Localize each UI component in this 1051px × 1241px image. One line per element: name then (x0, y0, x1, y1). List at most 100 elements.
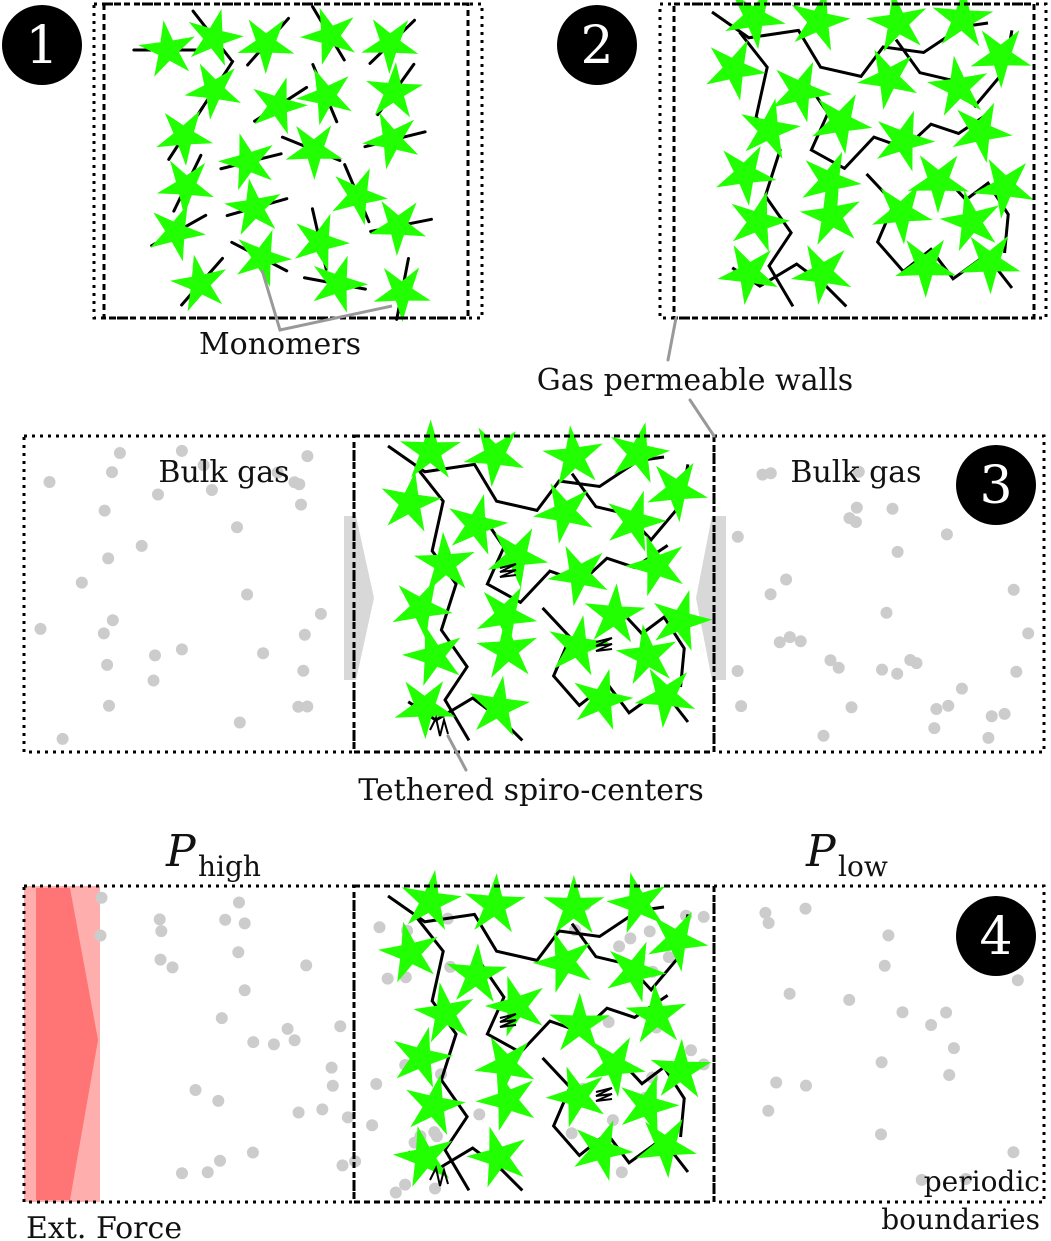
panel-3-left-gas-dot (101, 658, 114, 671)
panel-3-right-gas-dot (731, 665, 744, 677)
panel-3-right-gas-dot (783, 631, 796, 644)
panel-3-right-gas-dot (764, 588, 777, 601)
monomer-star (296, 68, 352, 126)
panel-3-left-gas-dot (301, 700, 314, 713)
panel-3-left-gas-dot (113, 447, 126, 459)
gas-inflow-arrow-left (344, 516, 374, 680)
panel-4-left-gas-dot (247, 1036, 260, 1049)
panel-4-left-gas-dot (212, 1094, 225, 1107)
panel-3-right-gas-dot (817, 729, 830, 742)
monomer-star (542, 425, 603, 485)
monomer-star (624, 535, 683, 597)
monomer-star (970, 30, 1032, 89)
monomer-star (625, 983, 687, 1043)
panel-3-left-gas-dot (175, 444, 188, 457)
panel-3-left-gas-dot (231, 521, 243, 534)
panel-3-left-gas-dot (297, 664, 310, 677)
panel-3-left-gas-dot (147, 674, 160, 687)
panel-3-left-gas-dot (295, 498, 307, 511)
panel-4-right-gas-dot (925, 1019, 938, 1031)
monomer-star (615, 624, 677, 685)
walls-pointer-2 (688, 398, 716, 438)
spiro-center-icon (429, 715, 449, 737)
panel-4-left-gas-dot (154, 953, 167, 966)
panel-4-right-gas-dot (878, 959, 891, 972)
panel-4-left-gas-dot (267, 1038, 280, 1051)
panel-4-middle-gas-dot (643, 925, 656, 938)
monomer-star (465, 873, 526, 933)
monomer-star (812, 94, 873, 155)
monomer-star (606, 872, 666, 934)
step-1-number: 1 (25, 16, 58, 76)
monomer-star (731, 191, 790, 252)
panel-3-right-gas-dot (942, 699, 955, 712)
monomer-star (610, 422, 671, 483)
monomer-star (466, 1126, 525, 1188)
periodic-label-line2: boundaries (881, 1203, 1040, 1236)
panel-3-left-gas-dot (301, 450, 314, 463)
monomer-star (543, 875, 605, 933)
monomer-star (446, 943, 508, 1002)
monomer-star (218, 133, 273, 191)
panel-3-right-gas-dot (735, 700, 748, 713)
panel-4-right-gas-dot (882, 929, 895, 942)
monomer-star (401, 869, 462, 930)
monomers-pointer (260, 269, 393, 332)
monomer-star (791, 0, 851, 51)
panel-4-left-gas-dot (94, 929, 107, 942)
panel-4-right-gas-dot (843, 993, 856, 1006)
panel-4-middle-gas-dot (624, 932, 637, 945)
panel-3-left-gas-dot (135, 539, 148, 552)
panel-3-right-gas-dot (824, 654, 837, 667)
panel-4-left-gas-dot (232, 946, 245, 959)
panel-3-right-gas-dot (891, 667, 904, 680)
panel-4-right-gas-dot (770, 1076, 783, 1089)
monomer-star (608, 490, 667, 552)
monomer-star (362, 112, 419, 170)
monomer-star (224, 178, 281, 235)
monomer-star (156, 160, 214, 216)
monomer-star (907, 155, 969, 214)
monomer-star (469, 675, 530, 736)
panel-3-left-gas-dot (298, 628, 311, 641)
monomer-star (373, 267, 431, 322)
panel-4-left-gas-dot (219, 913, 232, 926)
ext-force-arrow (36, 888, 98, 1200)
panel-4-left-gas-dot (292, 1106, 305, 1119)
panel-4-middle-gas-dot (613, 940, 626, 953)
panel-3-right-gas-dot (832, 661, 845, 674)
monomer-star (253, 77, 308, 135)
panel-4-middle-gas-dot (662, 951, 675, 964)
panel-3-left-gas-dot (197, 459, 210, 472)
monomer-star (392, 1126, 453, 1187)
monomer-star (648, 911, 709, 972)
panel-4-right-gas-dot (762, 917, 775, 929)
monomer-star (959, 235, 1021, 295)
p-high-symbol: P (165, 826, 197, 877)
panel-4-right-gas-dot (915, 1173, 928, 1186)
panel-4-middle-gas-dot (370, 1078, 383, 1090)
panel-4-left-gas-dot (166, 961, 179, 974)
panel-4-right-gas-dot (959, 1173, 972, 1185)
step-badge-1: 1 (2, 5, 82, 85)
monomer-star (414, 531, 475, 591)
panel-4-right-gas-dot (799, 902, 812, 915)
panel-3-right-gas-dot (773, 636, 786, 649)
spiro-center-icon (595, 637, 613, 652)
monomer-star (866, 0, 927, 52)
step-2-number: 2 (580, 16, 613, 76)
p-low-symbol: P (805, 826, 837, 877)
panel-4-left-gas-dot (233, 896, 245, 909)
monomer-star (300, 7, 355, 65)
monomer-star (574, 1120, 634, 1181)
spiro-center-icon (499, 563, 517, 578)
panel-3-right-gas-dot (955, 682, 968, 695)
monomer-star (413, 982, 474, 1043)
panel-3-right-gas-dot (886, 502, 899, 515)
panel-3-right-gas-dot (891, 545, 904, 558)
panel-3-right-gas-dot (1022, 627, 1035, 640)
panel-3-right-gas-dot (928, 722, 941, 735)
monomer-star (237, 229, 292, 287)
panel-3-left-gas-dot (34, 622, 47, 635)
